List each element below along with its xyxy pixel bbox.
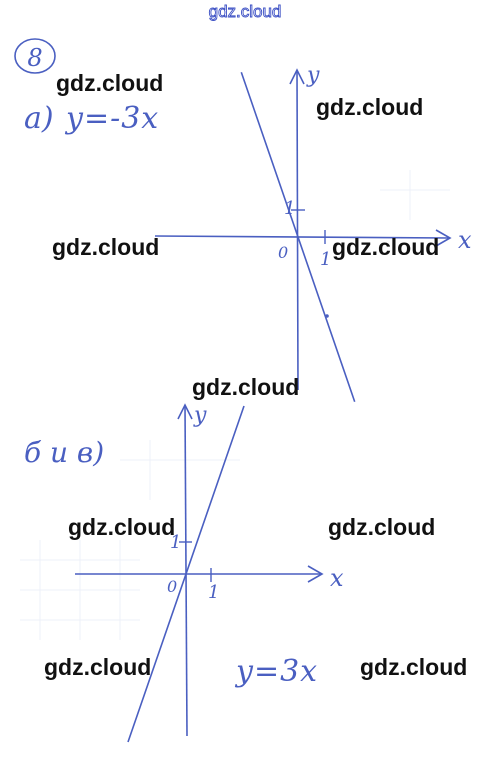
x-axis (154, 235, 451, 239)
watermark: gdz.cloud (44, 654, 151, 680)
watermarks: gdz.cloud gdz.cloud gdz.cloud gdz.cloud … (44, 70, 467, 680)
watermark: gdz.cloud (68, 514, 175, 540)
part-bv-equation: y=3x (234, 654, 318, 689)
x-axis-arrow-icon (307, 565, 324, 583)
part-a-equation: y=-3x (64, 101, 159, 136)
y-axis-arrow-icon (177, 403, 193, 420)
header-watermark: gdz.cloud (209, 2, 282, 21)
watermark: gdz.cloud (360, 654, 467, 680)
part-a-label: а) (24, 101, 54, 136)
y-axis (296, 69, 299, 391)
paper-grid (20, 170, 450, 640)
x-tick-label: 1 (320, 249, 331, 270)
problem-number: 8 (27, 44, 42, 72)
watermark: gdz.cloud (316, 94, 423, 120)
part-bv-label: б и в) (24, 436, 104, 469)
y-axis (184, 404, 188, 737)
x-tick-label: 1 (208, 582, 219, 603)
problem-number-badge: 8 (14, 38, 56, 74)
watermark: gdz.cloud (328, 514, 435, 540)
graph-a: x y 1 1 0 (154, 63, 472, 402)
y-axis-label: y (193, 403, 207, 428)
watermark: gdz.cloud (332, 234, 439, 260)
watermark: gdz.cloud (56, 70, 163, 96)
y-axis-label: y (306, 63, 320, 88)
watermark: gdz.cloud (192, 374, 299, 400)
graph-bv: x y 1 1 0 (75, 403, 344, 743)
line-y-3x (127, 405, 245, 743)
x-axis-arrow-icon (435, 229, 452, 247)
y-axis-arrow-icon (289, 68, 305, 85)
watermark: gdz.cloud (52, 234, 159, 260)
y-tick-label: 1 (284, 198, 295, 219)
x-axis-label: x (458, 226, 472, 254)
origin-label: 0 (278, 243, 288, 262)
circle-icon (14, 38, 56, 74)
origin-label: 0 (167, 577, 177, 596)
plot-point (325, 314, 329, 318)
x-axis-label: x (330, 564, 344, 592)
line-y-minus-3x (240, 72, 356, 402)
y-tick-label: 1 (170, 532, 181, 553)
